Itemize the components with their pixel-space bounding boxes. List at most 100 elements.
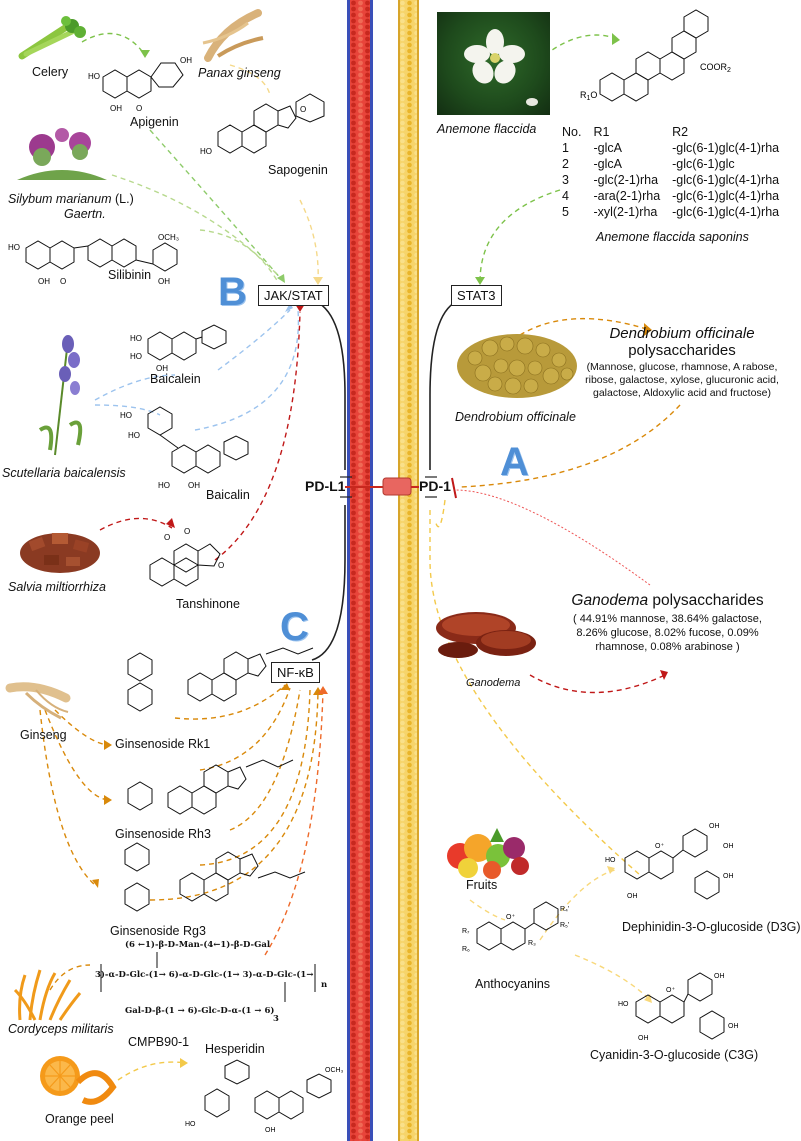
svg-text:O⁺: O⁺ (666, 987, 675, 994)
cmpb-label: CMPB90-1 (128, 1035, 190, 1049)
dendro-title-1: Dendrobium officinale (609, 325, 755, 342)
svg-text:O: O (184, 527, 190, 536)
saponin-cell: -glc(6-1)glc(4-1)rha (672, 173, 780, 187)
cmpb-top: (6 ←1)-β-D-Man-(4←1)-β-D-Gal (125, 940, 271, 950)
saponin-cell: -glc(2-1)rha (593, 173, 659, 187)
svg-text:OH: OH (265, 1127, 276, 1134)
rg3-label: Ginsenoside Rg3 (110, 924, 206, 938)
svg-text:O: O (136, 104, 142, 113)
svg-text:OCH₃: OCH₃ (325, 1067, 344, 1074)
svg-text:O⁺: O⁺ (506, 914, 515, 921)
saponin-table-row: 5-xyl(2-1)rha-glc(6-1)glc(4-1)rha (562, 204, 791, 220)
jak-stat-box: JAK/STAT (258, 285, 329, 306)
dendrobium-image (457, 334, 577, 398)
saponin-cell: -glc(6-1)glc (672, 157, 735, 171)
pdl1-label: PD-L1 (305, 478, 346, 494)
stat3-box: STAT3 (451, 285, 502, 306)
saponin-cell: 1 (562, 141, 569, 155)
saponin-header-cell: R1 (593, 125, 610, 139)
nfkb-box: NF-κB (271, 662, 320, 683)
saponin-header-cell: No. (562, 125, 582, 139)
rh3-structure (127, 759, 294, 815)
svg-text:HO: HO (618, 1001, 629, 1008)
hesperidin-structure: HO OH OCH₃ (185, 1059, 344, 1134)
anthocyanins-label: Anthocyanins (475, 977, 551, 991)
svg-text:OH: OH (110, 104, 122, 113)
saponin-cell: -glcA (593, 157, 622, 171)
c3g-label: Cyanidin-3-O-glucoside (C3G) (590, 1048, 759, 1062)
saponin-cell: -glcA (593, 141, 622, 155)
svg-text:O⁺: O⁺ (655, 843, 664, 850)
saponin-table-row: 3 -glc(2-1)rha -glc(6-1)glc(4-1)rha (562, 172, 791, 188)
saponin-table-row: 2-glcA-glc(6-1)glc (562, 156, 791, 172)
pd1-label: PD-1 (419, 478, 451, 494)
dendro-title-2: polysaccharides (628, 342, 736, 359)
d3g-label: Dephinidin-3-O-glucoside (D3G) (622, 920, 801, 934)
svg-text:HO: HO (605, 857, 616, 864)
silybum-label: Silybum marianum (L.) Gaertn. (8, 192, 134, 221)
cmpb-main: 3)-α-D-Glc-(1→ 6)-α-D-Glc-(1→ 3)-α-D-Glc… (95, 970, 314, 980)
tanshinone-label: Tanshinone (176, 597, 240, 611)
saponin-table-row: 1-glcA-glc(6-1)glc(4-1)rha (562, 140, 791, 156)
saponin-table-row: 4-ara(2-1)rha-glc(6-1)glc(4-1)rha (562, 188, 791, 204)
ginseng-label: Ginseng (20, 728, 67, 742)
rh3-label: Ginsenoside Rh3 (115, 827, 211, 841)
tanshinone-structure: O O O (149, 527, 224, 587)
svg-text:OH: OH (188, 481, 200, 490)
orange-label: Orange peel (45, 1112, 114, 1126)
svg-text:OH: OH (158, 277, 170, 286)
svg-text:HO: HO (120, 411, 132, 420)
fruits-label: Fruits (466, 878, 498, 892)
svg-text:OCH₃: OCH₃ (158, 233, 179, 242)
ganodema-label: Ganodema (466, 677, 521, 689)
dendrobium-label: Dendrobium officinale (455, 410, 576, 424)
rk1-structure (127, 647, 314, 712)
dendro-desc: (Mannose, glucose, rhamnose, A rabose, r… (585, 361, 779, 399)
anemone-image (437, 12, 550, 115)
coo-r2-text: COOR2 (700, 62, 731, 74)
anemone-label: Anemone flaccida (437, 122, 537, 136)
svg-text:OH: OH (638, 1035, 649, 1042)
svg-text:HO: HO (130, 334, 142, 343)
saponin-cell: -glc(6-1)glc(4-1)rha (672, 189, 780, 203)
svg-text:HO: HO (8, 243, 20, 252)
svg-text:HO: HO (128, 431, 140, 440)
anemone-saponins-label: Anemone flaccida saponins (596, 230, 749, 244)
svg-text:R₆: R₆ (462, 946, 470, 953)
svg-text:R₅': R₅' (560, 922, 569, 929)
svg-text:OH: OH (38, 277, 50, 286)
sapogenin-label: Sapogenin (268, 163, 328, 177)
hesperidin-label: Hesperidin (205, 1042, 265, 1056)
cmpb-n: n (321, 980, 328, 990)
svg-text:OH: OH (728, 1023, 739, 1030)
panax-label: Panax ginseng (198, 66, 281, 80)
saponin-cell: 3 (562, 173, 569, 187)
svg-text:O: O (300, 105, 306, 114)
section-letter-c: C (280, 605, 309, 649)
fruits-image (447, 828, 529, 879)
svg-text:HO: HO (185, 1121, 196, 1128)
ginseng-image (5, 682, 71, 720)
svg-text:O: O (218, 561, 224, 570)
cmpb-bottom: Gal-D-β-(1 → 6)-Glc-D-α-(1 → 6) (125, 1006, 275, 1016)
svg-text:O: O (164, 533, 170, 542)
svg-text:OH: OH (180, 56, 192, 65)
svg-text:R₃: R₃ (528, 940, 536, 947)
saponin-cell: -ara(2-1)rha (593, 189, 661, 203)
svg-text:HO: HO (130, 352, 142, 361)
svg-text:OH: OH (156, 364, 168, 373)
svg-text:OH: OH (723, 843, 734, 850)
gano-title-1: Ganodema (571, 592, 649, 609)
svg-text:OH: OH (723, 873, 734, 880)
saponin-cell: 5 (562, 205, 569, 219)
salvia-label: Salvia miltiorrhiza (8, 580, 106, 594)
svg-text:R₇: R₇ (462, 928, 470, 935)
celery-image (18, 16, 86, 60)
